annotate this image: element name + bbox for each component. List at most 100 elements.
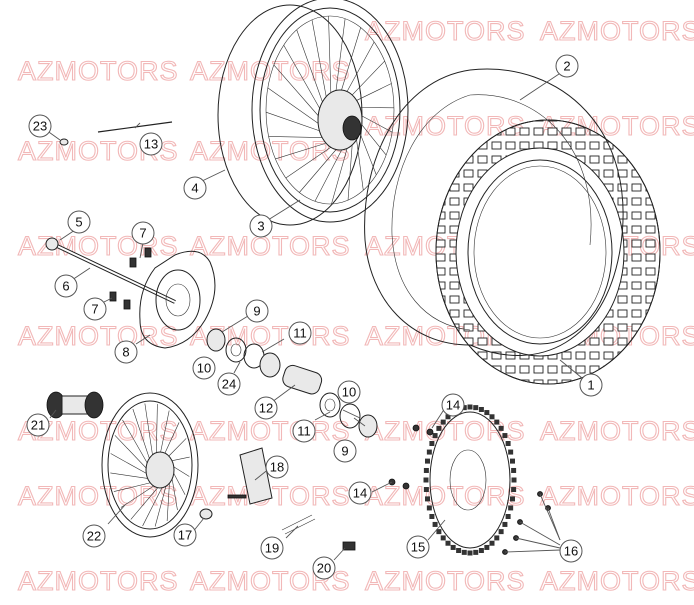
sprocket-tooth <box>489 414 495 420</box>
watermark-text: AZMOTORS <box>365 16 526 46</box>
watermark-text: AZMOTORS <box>365 566 526 596</box>
rim-spoke <box>299 144 341 193</box>
rim-spoke <box>348 60 385 99</box>
sprocket-tooth <box>423 487 429 493</box>
watermark-text: AZMOTORS <box>540 16 694 46</box>
svg-text:23: 23 <box>33 119 47 134</box>
callout-23: 23 <box>28 114 52 138</box>
watermark-text: AZMOTORS <box>18 56 179 86</box>
svg-text:12: 12 <box>259 401 273 416</box>
callout-14-top: 14 <box>441 393 465 417</box>
sprocket-tooth <box>494 419 500 425</box>
svg-text:15: 15 <box>411 540 425 555</box>
sprocket-tooth <box>505 514 511 519</box>
sprocket-tooth <box>467 550 473 556</box>
rim-spoke <box>267 87 323 127</box>
wheel-spoke <box>122 419 149 466</box>
chain <box>281 514 356 551</box>
svg-text:7: 7 <box>139 226 146 241</box>
sprocket-tooth <box>473 549 479 555</box>
inner-tube <box>364 68 624 356</box>
callout-4: 4 <box>183 176 207 200</box>
sprocket-tooth <box>426 505 432 511</box>
callout-16: 16 <box>559 539 583 563</box>
callout-18: 18 <box>265 455 289 479</box>
sprocket-tooth <box>508 505 514 511</box>
rim-spoke <box>275 141 332 160</box>
sprocket-tooth <box>461 549 467 555</box>
wheel-spoke <box>166 438 187 459</box>
svg-text:11: 11 <box>293 326 307 341</box>
nut <box>199 508 213 520</box>
sprocket-tooth <box>424 496 430 502</box>
wheel-spoke <box>171 469 186 495</box>
rim-spoke <box>328 16 332 99</box>
wheel-spoke <box>171 465 190 477</box>
wheel-spoke <box>114 435 149 471</box>
callout-19: 19 <box>260 536 284 560</box>
svg-text:11: 11 <box>297 424 311 439</box>
watermark-text: AZMOTORS <box>18 231 179 261</box>
svg-text:3: 3 <box>257 219 264 234</box>
sprocket-tooth <box>502 433 508 439</box>
callout-9-top: 9 <box>245 299 269 323</box>
svg-text:13: 13 <box>144 137 158 152</box>
sprocket-tooth <box>445 540 451 546</box>
rim-spoke <box>339 27 361 96</box>
svg-text:1: 1 <box>587 378 594 393</box>
svg-text:4: 4 <box>191 181 198 196</box>
sprocket-tooth <box>498 529 504 535</box>
callout-11-bottom: 11 <box>292 419 316 443</box>
sprocket-tooth <box>484 410 490 416</box>
sprocket-tooth <box>436 529 442 535</box>
callout-22: 22 <box>82 524 106 548</box>
svg-text:14: 14 <box>353 486 367 501</box>
rim-spoke <box>335 18 346 96</box>
wheel-spoke <box>155 404 158 456</box>
sprocket-tooth <box>508 449 514 455</box>
svg-text:10: 10 <box>197 361 211 376</box>
callout-20: 20 <box>312 556 336 580</box>
wheel-spoke <box>132 408 151 462</box>
tire <box>435 119 661 385</box>
sprocket-tooth <box>473 405 479 411</box>
rim-spoke <box>273 64 323 121</box>
wheel-spoke <box>166 478 171 522</box>
sprocket-tooth <box>511 477 517 483</box>
callout-3: 3 <box>249 214 273 238</box>
callout-13: 13 <box>139 132 163 156</box>
sprocket-tooth <box>436 425 442 431</box>
axle <box>45 237 176 304</box>
callout-15: 15 <box>406 535 430 559</box>
svg-text:6: 6 <box>62 279 69 294</box>
sprocket-tooth <box>429 441 435 446</box>
hub <box>46 391 104 419</box>
wheel-spoke <box>113 481 154 492</box>
callout-21: 21 <box>26 413 50 437</box>
spoked-rim <box>217 0 409 226</box>
svg-text:9: 9 <box>341 444 348 459</box>
rim-spoke <box>344 41 375 96</box>
callout-6: 6 <box>54 274 78 298</box>
watermark-text: AZMOTORS <box>18 566 179 596</box>
svg-text:24: 24 <box>222 377 236 392</box>
sprocket-tooth <box>502 521 508 527</box>
svg-text:2: 2 <box>563 59 570 74</box>
sprocket-tooth <box>440 419 446 425</box>
sprocket-tooth <box>489 540 495 546</box>
callout-10-right: 10 <box>337 380 361 404</box>
rim-spoke <box>357 119 387 156</box>
rim-spoke <box>355 132 364 191</box>
sprocket-tooth <box>478 406 484 412</box>
rim-spoke <box>347 137 354 201</box>
wheel-spoke <box>171 474 178 511</box>
wheel-spoke <box>154 482 168 527</box>
callout-7-top: 7 <box>131 221 155 245</box>
callout-1: 1 <box>579 373 603 397</box>
sprocket-tooth <box>432 433 438 439</box>
valve-parts <box>59 121 173 146</box>
callout-17: 17 <box>173 523 197 547</box>
svg-text:18: 18 <box>270 460 284 475</box>
rim-spoke <box>331 141 350 205</box>
callout-10-left: 10 <box>192 356 216 380</box>
